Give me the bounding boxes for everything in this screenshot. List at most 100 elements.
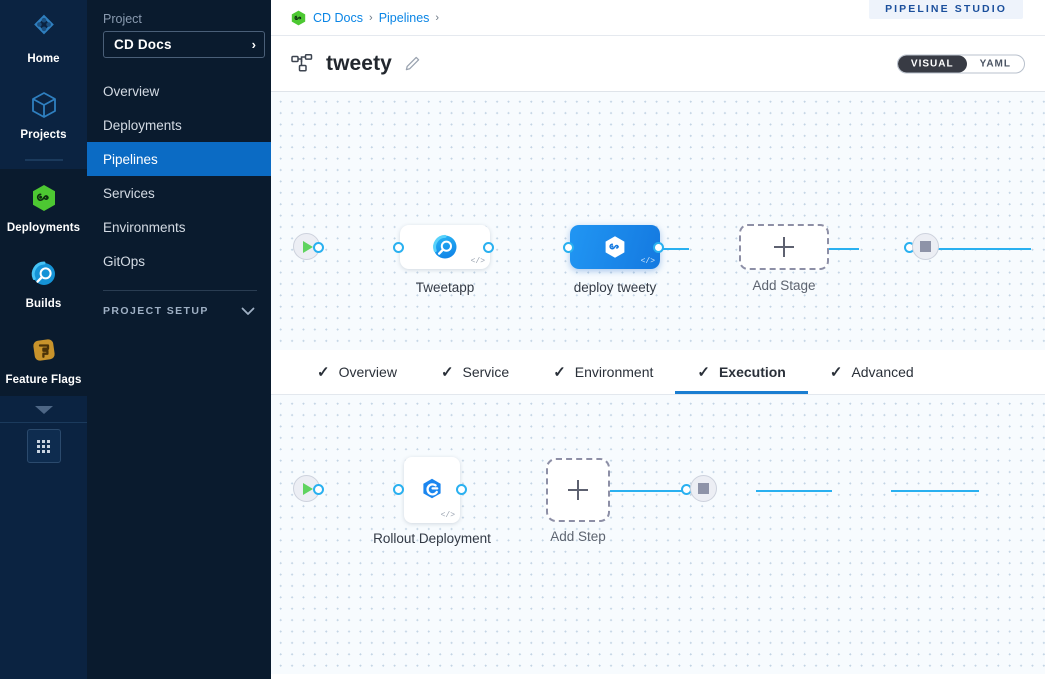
connector-deploy-to-addstage [933, 248, 1031, 250]
rail-apps-button[interactable] [26, 423, 61, 464]
rail-item-label: Deployments [6, 222, 81, 235]
check-icon: ✓ [697, 364, 710, 381]
pipeline-studio-badge: PIPELINE STUDIO [869, 0, 1023, 19]
rail-divider [24, 159, 63, 162]
tab-execution[interactable]: ✓ Execution [675, 350, 809, 394]
step-node-rollout-deployment[interactable]: </> [404, 457, 460, 523]
plus-icon [568, 480, 588, 500]
check-icon: ✓ [829, 364, 843, 381]
code-glyph-icon: </> [640, 257, 655, 266]
execution-end-node[interactable] [690, 475, 717, 502]
breadcrumb: CD Docs › Pipelines › PIPELINE STUDIO [271, 0, 1045, 36]
sidebar-project-setup-label: PROJECT SETUP [103, 305, 209, 317]
builds-blue-icon [27, 257, 61, 291]
connector-endpoint [313, 484, 324, 495]
connector-endpoint [393, 242, 404, 253]
tab-environment[interactable]: ✓ Environment [531, 350, 675, 394]
connector-addstep-to-end [891, 490, 979, 492]
pipeline-end-node[interactable] [912, 233, 939, 260]
play-start-icon [303, 482, 313, 495]
tab-service[interactable]: ✓ Service [419, 350, 531, 394]
sidebar-project-setup[interactable]: PROJECT SETUP [87, 305, 271, 317]
sidebar-item-environments[interactable]: Environments [87, 210, 271, 244]
mode-option-visual[interactable]: VISUAL [897, 55, 967, 72]
pipeline-title-bar: tweety VISUAL YAML [271, 36, 1045, 92]
sidebar-item-label: Services [103, 185, 155, 201]
project-selector-name: CD Docs [114, 37, 172, 52]
step-canvas[interactable]: </> Rollout Deployment Add Step [271, 394, 1045, 674]
page-title: tweety [326, 51, 392, 75]
stage-node-label: Tweetapp [415, 280, 475, 295]
sidebar-item-pipelines[interactable]: Pipelines [87, 142, 271, 176]
connector-start-to-rollout [597, 490, 689, 492]
chevron-right-icon: › [251, 37, 256, 52]
check-icon: ✓ [440, 364, 454, 381]
deployments-green-icon [27, 181, 61, 215]
harness-home-icon [27, 12, 61, 46]
connector-endpoint [456, 484, 467, 495]
harness-project-icon [291, 10, 306, 26]
add-stage-label: Add Stage [752, 278, 816, 293]
breadcrumb-link-cd-docs[interactable]: CD Docs [313, 10, 364, 25]
connector-endpoint [653, 242, 664, 253]
rail-item-builds[interactable]: Builds [0, 244, 87, 321]
code-glyph-icon: </> [440, 511, 455, 520]
stop-end-icon [698, 483, 709, 494]
sidebar-divider [103, 290, 257, 291]
sidebar-item-label: GitOps [103, 253, 146, 269]
breadcrumb-separator: › [369, 11, 373, 24]
step-node-label: Rollout Deployment [373, 531, 491, 546]
pencil-edit-icon[interactable] [404, 55, 421, 72]
rail-item-projects[interactable]: Projects [0, 76, 87, 152]
rail-more-chevron-down-icon[interactable] [31, 402, 57, 418]
sidebar-item-label: Pipelines [103, 151, 158, 167]
project-selector[interactable]: CD Docs › [103, 31, 265, 58]
connector-endpoint [483, 242, 494, 253]
sidebar-item-services[interactable]: Services [87, 176, 271, 210]
sidebar-item-label: Deployments [103, 117, 182, 133]
check-icon: ✓ [317, 364, 330, 381]
sidebar-item-overview[interactable]: Overview [87, 74, 271, 108]
play-start-icon [303, 240, 313, 253]
rail-item-label: Home [27, 53, 60, 65]
stop-end-icon [920, 241, 931, 252]
stage-canvas[interactable]: </> Tweetapp </> deploy tweety [271, 92, 1045, 350]
view-mode-toggle[interactable]: VISUAL YAML [896, 54, 1025, 73]
rail-item-home[interactable]: Home [0, 0, 87, 76]
tab-advanced[interactable]: ✓ Advanced [808, 350, 936, 394]
module-rail: Home Projects [0, 0, 87, 679]
add-step-button[interactable] [546, 458, 610, 522]
breadcrumb-link-pipelines[interactable]: Pipelines [378, 10, 430, 25]
sidebar-item-label: Overview [103, 83, 160, 99]
sidebar-item-deployments[interactable]: Deployments [87, 108, 271, 142]
stage-node-tweetapp[interactable]: </> [400, 225, 490, 269]
pipeline-nodes-icon [291, 53, 315, 74]
tab-label: Advanced [851, 364, 914, 380]
project-sidebar: Project CD Docs › Overview Deployments P… [87, 0, 271, 679]
stage-node-deploy-tweety[interactable]: </> [570, 225, 660, 269]
add-step-label: Add Step [550, 529, 606, 544]
code-glyph-icon: </> [470, 257, 485, 266]
rail-item-label: Projects [20, 128, 67, 141]
connector-rollout-to-addstep [756, 490, 832, 492]
add-stage-button[interactable] [739, 224, 829, 270]
rail-item-label: Feature Flags [5, 373, 82, 386]
connector-endpoint [313, 242, 324, 253]
connector-endpoint [563, 242, 574, 253]
tab-label: Execution [718, 364, 786, 380]
mode-option-yaml[interactable]: YAML [979, 58, 1011, 69]
cube-projects-icon [27, 88, 61, 122]
sidebar-item-gitops[interactable]: GitOps [87, 244, 271, 278]
plus-icon [774, 237, 794, 257]
tab-label: Service [462, 364, 510, 380]
connector-endpoint [393, 484, 404, 495]
sidebar-project-label: Project [103, 12, 142, 26]
rail-item-deployments[interactable]: Deployments [0, 169, 87, 245]
sidebar-nav: Overview Deployments Pipelines Services … [87, 74, 271, 278]
tab-overview[interactable]: ✓ Overview [295, 350, 419, 394]
check-icon: ✓ [553, 364, 566, 381]
tab-label: Environment [574, 364, 654, 380]
feature-flags-orange-icon [27, 333, 61, 367]
rail-item-feature-flags[interactable]: Feature Flags [0, 320, 87, 397]
